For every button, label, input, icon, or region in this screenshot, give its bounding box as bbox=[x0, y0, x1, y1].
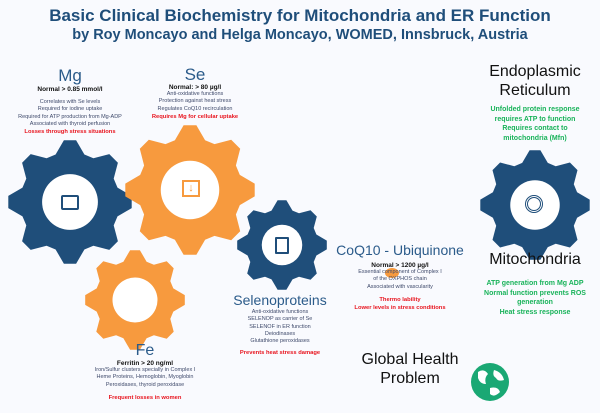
fe-line: Iron/Sulfur clusters specially in Comple… bbox=[94, 367, 196, 373]
mito-line: Normal function prevents ROS bbox=[484, 289, 586, 297]
fe-name: Fe bbox=[135, 342, 155, 359]
gear-hole bbox=[160, 160, 220, 220]
coq10-line: Essential component of Complex I bbox=[358, 269, 442, 275]
coq10-line: of the OXPHOS chain bbox=[373, 276, 427, 283]
er-line: mitochondria (Mfn) bbox=[503, 134, 567, 142]
er-line: Unfolded protein response bbox=[490, 106, 580, 113]
global-line1: Global Health bbox=[361, 351, 459, 368]
coq10-name: CoQ10 - Ubiquinone bbox=[336, 242, 464, 258]
title-line1: Basic Clinical Biochemistry for Mitochon… bbox=[49, 6, 551, 25]
er-name-line2: Reticulum bbox=[499, 82, 571, 99]
fe-line: Heme Proteins, Hemoglobin, Myoglobin bbox=[96, 374, 194, 381]
fe-line: Peroxidases, thyroid peroxidase bbox=[105, 381, 185, 388]
global-line2: Problem bbox=[380, 370, 440, 387]
mg-name: Mg bbox=[58, 66, 82, 85]
mg-line: Required for iodine uptake bbox=[37, 106, 103, 113]
image-icon bbox=[61, 195, 79, 210]
er-line: requires ATP to function bbox=[494, 115, 576, 123]
coq10-normal: Normal > 1200 µg/l bbox=[371, 262, 429, 269]
mito-line: generation bbox=[517, 299, 553, 306]
gear-hole bbox=[42, 174, 98, 230]
se-line: Anti-oxidative functions bbox=[166, 91, 224, 97]
gear-hole bbox=[261, 224, 303, 266]
fe-normal: Ferritin > 20 ng/ml bbox=[116, 360, 174, 367]
er-line: Requires contact to bbox=[502, 125, 568, 132]
target-icon bbox=[525, 195, 543, 213]
coq10-warning: Thermo lability bbox=[379, 296, 421, 303]
selenoproteins-line: SELENOP as carrier of Se bbox=[247, 316, 313, 323]
se-gear bbox=[125, 125, 255, 255]
mito-name: Mitochondria bbox=[489, 251, 581, 268]
se-line: Protection against heat stress bbox=[158, 98, 232, 105]
fe-warning: Frequent losses in women bbox=[108, 394, 182, 401]
se-name: Se bbox=[184, 65, 206, 84]
mg-gear bbox=[8, 140, 132, 264]
selenoproteins-line: Deiodinases bbox=[264, 330, 296, 337]
globe-icon bbox=[471, 363, 509, 401]
coq10-warning: Lower levels in stress conditions bbox=[354, 304, 446, 311]
selenoproteins-line: Glutathione peroxidases bbox=[250, 338, 310, 345]
selenoproteins-line: SELENOF in ER function bbox=[249, 323, 311, 330]
selenoproteins-line: Anti-oxidative functions bbox=[251, 309, 309, 315]
mg-line: Required for ATP production from Mg-ADP bbox=[18, 113, 122, 120]
title-line2: by Roy Moncayo and Helga Moncayo, WOMED,… bbox=[72, 27, 528, 43]
selenoproteins-gear bbox=[237, 200, 327, 290]
chat-icon bbox=[385, 268, 399, 278]
mito-line: Heat stress response bbox=[499, 308, 571, 316]
download-icon: ↓ bbox=[182, 180, 200, 197]
se-warning: Requires Mg for cellular uptake bbox=[151, 113, 239, 120]
se-line: Regulates CoQ10 recirculation bbox=[157, 105, 233, 112]
spinner-icon bbox=[126, 291, 146, 311]
documents-icon bbox=[275, 237, 289, 254]
selenoproteins-name: Selenoproteins bbox=[233, 292, 327, 308]
mg-warning: Losses through stress situations bbox=[24, 129, 116, 136]
coq10-line: Associated with vascularity bbox=[367, 283, 433, 290]
selenoproteins-warning: Prevents heat stress damage bbox=[239, 350, 321, 357]
mg-line: Correlates with Se levels bbox=[39, 99, 101, 105]
se-normal: Normal: > 80 µg/l bbox=[168, 84, 222, 91]
mg-line: Associated with thyroid perfusion bbox=[29, 120, 111, 127]
mito-line: ATP generation from Mg ADP bbox=[486, 280, 584, 287]
mg-normal: Normal > 0.85 mmol/l bbox=[37, 86, 103, 93]
er-name-line1: Endoplasmic bbox=[489, 63, 581, 80]
